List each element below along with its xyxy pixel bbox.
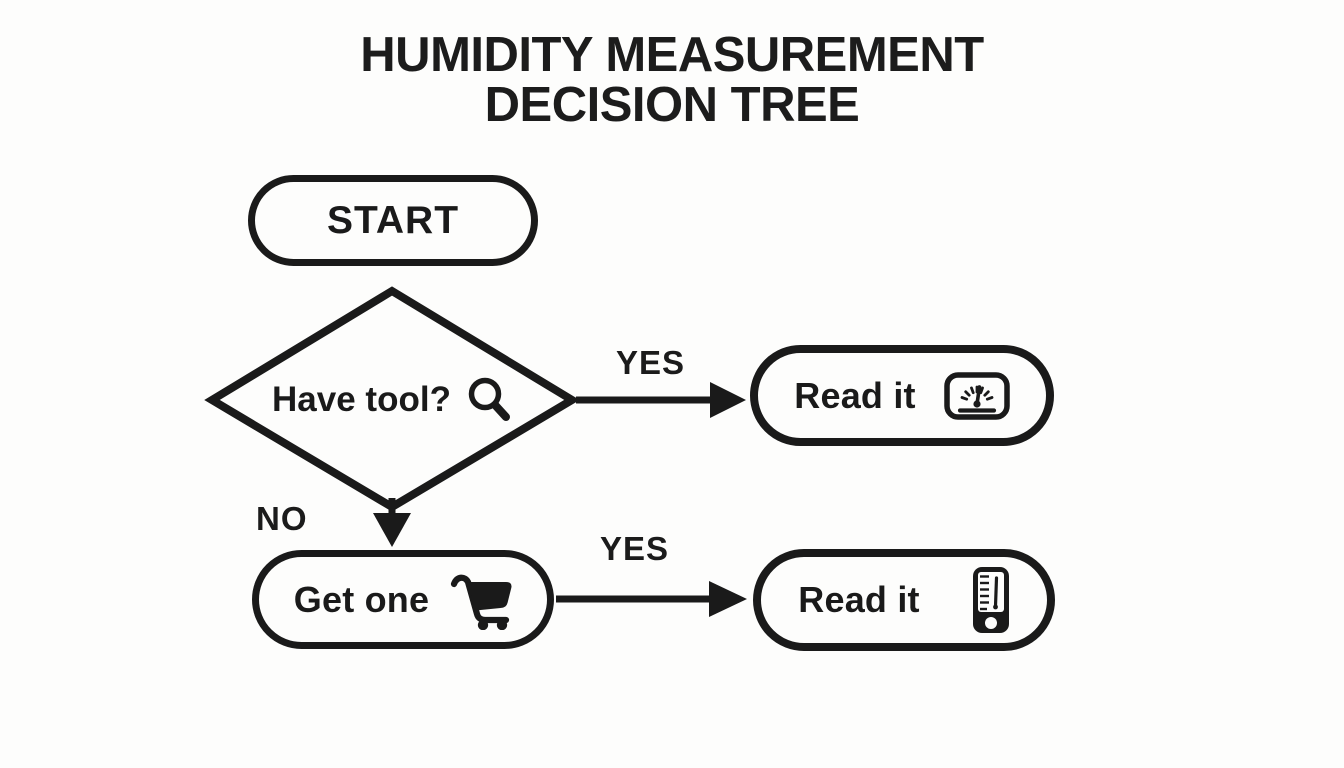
arrowhead-have-tool-no [373, 513, 411, 547]
shopping-cart-icon [451, 574, 512, 630]
read-it-thermometer-label: Read it [798, 579, 920, 620]
decision-node: Have tool? [222, 371, 562, 429]
read-it-thermometer-node: Read it [753, 549, 1055, 651]
arrowhead-have-tool-yes [710, 382, 746, 418]
decision-node-label: Have tool? [272, 380, 451, 419]
edge-label-have-tool-no: NO [256, 500, 308, 537]
read-it-gauge-label: Read it [794, 374, 916, 416]
get-one-label: Get one [293, 578, 430, 620]
thermometer-icon [972, 567, 1009, 633]
arrowhead-get-one-yes [709, 581, 747, 617]
edge-label-have-tool-yes: YES [616, 344, 686, 381]
start-node-label: START [326, 198, 460, 242]
diagram-title: HUMIDITY MEASUREMENT DECISION TREE [0, 30, 1344, 130]
start-node: START [248, 175, 538, 266]
magnifier-icon [468, 377, 510, 421]
diagram-title-line-1: HUMIDITY MEASUREMENT [360, 28, 984, 82]
diagram-title-line-2: DECISION TREE [484, 78, 860, 132]
read-it-gauge-node: Read it [750, 345, 1054, 446]
edge-label-get-one-yes: YES [600, 530, 670, 567]
get-one-node: Get one [252, 550, 554, 649]
gauge-icon [943, 371, 1010, 420]
